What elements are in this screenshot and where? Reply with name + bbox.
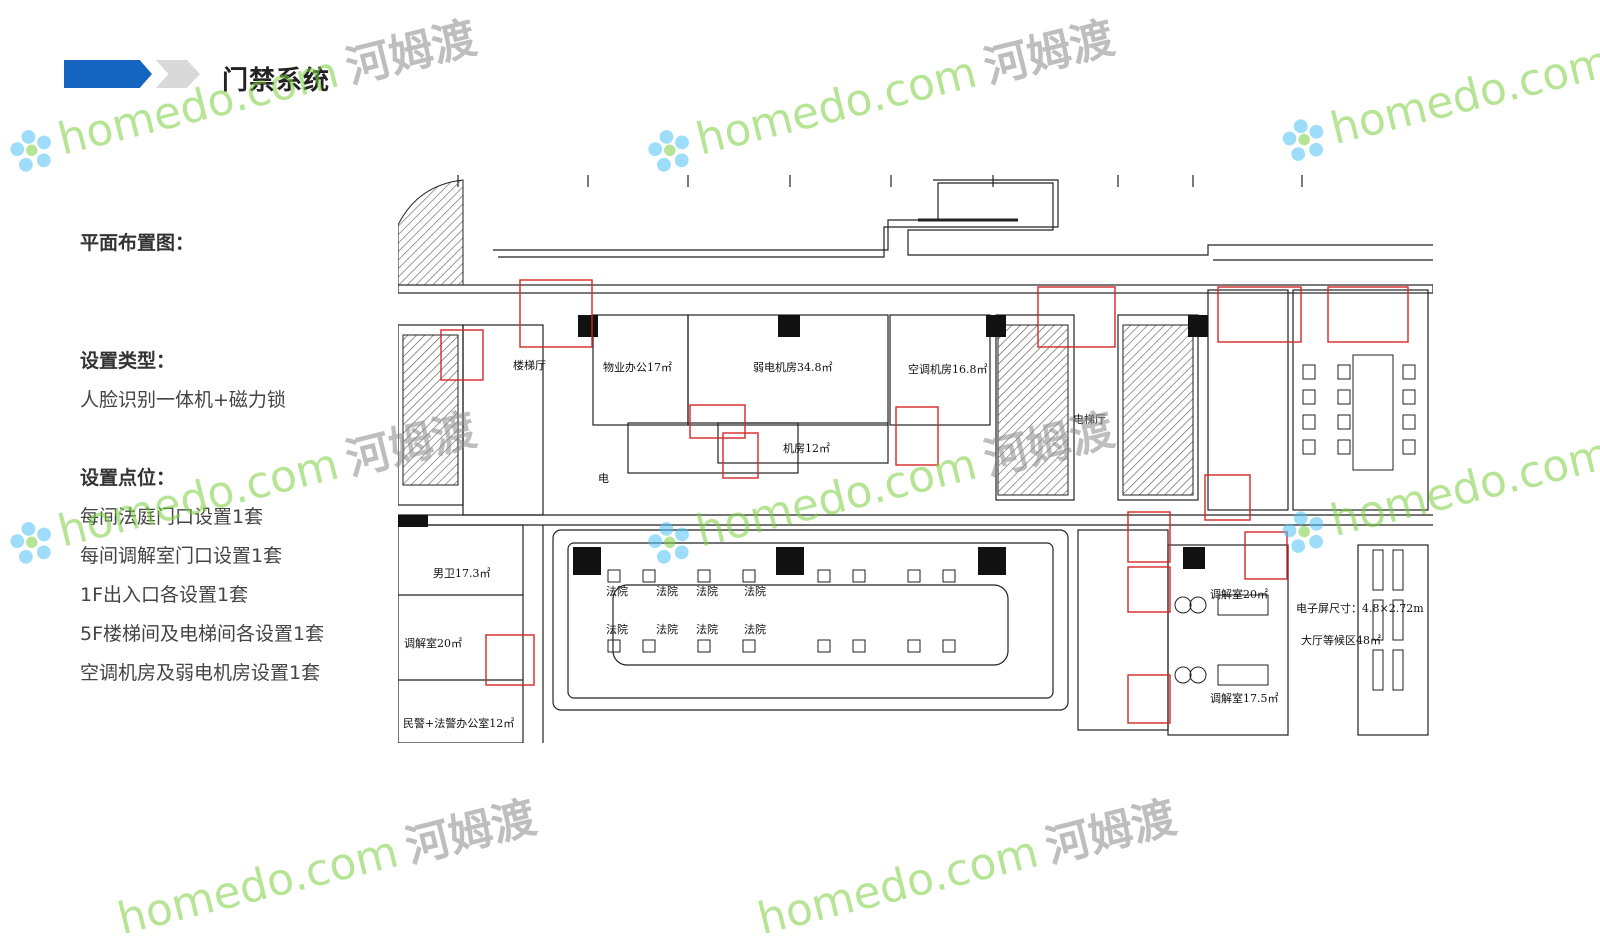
flower-icon bbox=[648, 129, 689, 172]
room-label: 法院 bbox=[744, 622, 766, 636]
type-value: 人脸识别一体机+磁力锁 bbox=[80, 389, 286, 411]
title-arrow-blue bbox=[64, 60, 152, 88]
watermark: homedo.com bbox=[1275, 36, 1600, 167]
plan-furniture bbox=[607, 354, 1416, 691]
plan-walls bbox=[398, 175, 1433, 743]
watermark: homedo.com河姆渡 bbox=[752, 791, 1182, 946]
room-label: 调解室20㎡ bbox=[404, 636, 462, 650]
point-item: 每间法庭门口设置1套 bbox=[80, 506, 264, 528]
room-label: 民警+法警办公室12㎡ bbox=[403, 716, 514, 730]
point-item: 1F出入口各设置1套 bbox=[80, 584, 249, 606]
room-label: 法院 bbox=[696, 584, 718, 598]
access-control-markers bbox=[440, 279, 1409, 724]
watermark: homedo.com河姆渡 bbox=[638, 2, 1120, 180]
room-label: 男卫17.3㎡ bbox=[433, 567, 491, 580]
room-label: 空调机房16.8㎡ bbox=[908, 362, 988, 376]
room-label: 法院 bbox=[696, 622, 718, 636]
room-label: 法院 bbox=[606, 622, 628, 636]
plan-columns bbox=[398, 315, 1208, 575]
room-label: 电 bbox=[598, 472, 609, 485]
flower-icon bbox=[10, 129, 51, 172]
room-label: 大厅等候区48㎡ bbox=[1301, 633, 1381, 647]
room-label: 弱电机房34.8㎡ bbox=[753, 360, 833, 374]
watermark: homedo.com河姆渡 bbox=[112, 791, 542, 946]
type-heading: 设置类型： bbox=[80, 350, 176, 372]
room-label: 楼梯厅 bbox=[513, 358, 546, 372]
floor-plan: 楼梯厅 物业办公17㎡ 弱电机房34.8㎡ 空调机房16.8㎡ 电梯厅 机房12… bbox=[398, 175, 1433, 743]
room-label: 法院 bbox=[656, 584, 678, 598]
point-item: 5F楼梯间及电梯间各设置1套 bbox=[80, 623, 325, 645]
point-item: 空调机房及弱电机房设置1套 bbox=[80, 662, 321, 684]
plan-hatch bbox=[398, 179, 1194, 496]
page-title: 门禁系统 bbox=[222, 66, 331, 96]
room-label: 电子屏尺寸：4.8×2.72m bbox=[1296, 601, 1424, 615]
layout-heading: 平面布置图： bbox=[80, 232, 195, 254]
room-label: 调解室20㎡ bbox=[1210, 587, 1268, 601]
title-decoration bbox=[64, 58, 234, 90]
room-label: 法院 bbox=[744, 584, 766, 598]
room-label: 电梯厅 bbox=[1073, 413, 1106, 426]
title-arrow-grey bbox=[156, 60, 200, 88]
flower-icon bbox=[1282, 119, 1324, 162]
room-label: 物业办公17㎡ bbox=[603, 360, 672, 374]
room-label: 法院 bbox=[656, 622, 678, 636]
room-label: 机房12㎡ bbox=[783, 441, 830, 455]
room-label: 调解室17.5㎡ bbox=[1210, 691, 1279, 705]
points-heading: 设置点位： bbox=[80, 467, 176, 489]
room-label: 法院 bbox=[606, 584, 628, 598]
flower-icon bbox=[10, 521, 51, 564]
point-item: 每间调解室门口设置1套 bbox=[80, 545, 283, 567]
